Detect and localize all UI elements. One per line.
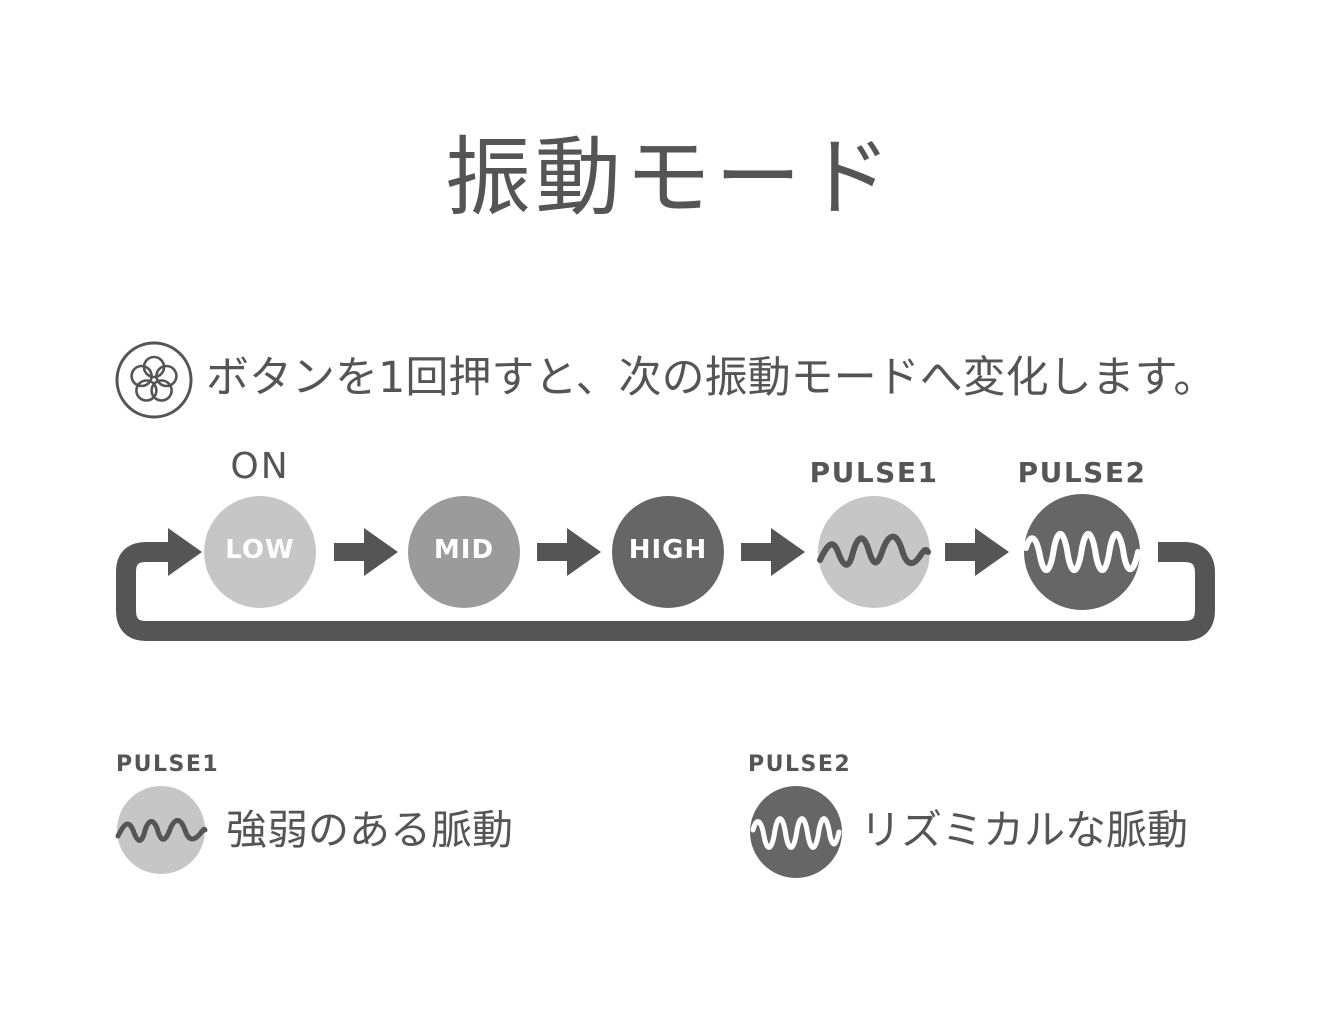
mode-high-label: HIGH: [628, 535, 708, 565]
pulse2-header: PULSE2: [1017, 456, 1147, 489]
legend-pulse1-head: PULSE1: [116, 752, 220, 777]
legend-pulse2-desc: リズミカルな脈動: [860, 806, 1188, 854]
legend-pulse2-icon: [750, 786, 842, 878]
loop-arrow-head: [168, 528, 202, 576]
mode-high-circle: [612, 496, 724, 608]
arrow-low-mid: [334, 528, 398, 576]
mode-pulse1-circle: [818, 496, 930, 608]
flower-button-icon: [115, 341, 193, 419]
regular-wave-icon: [1023, 531, 1141, 573]
loop-back-line: [116, 542, 1215, 641]
arrow-pulse1-pulse2: [945, 528, 1009, 576]
on-label: ON: [230, 446, 290, 487]
legend-pulse1-icon: [115, 786, 208, 874]
instruction-text: ボタンを1回押すと、次の振動モードへ変化します。: [206, 353, 1217, 403]
irregular-wave-icon: [115, 818, 208, 843]
mode-low-circle: [204, 496, 316, 608]
regular-wave-icon: [750, 816, 842, 850]
arrow-mid-high: [537, 528, 601, 576]
mode-mid-label: MID: [433, 535, 495, 565]
arrow-high-pulse1: [741, 528, 805, 576]
legend-pulse1-desc: 強弱のある脈動: [226, 806, 513, 854]
irregular-wave-icon: [817, 533, 931, 568]
mode-mid-circle: [408, 496, 520, 608]
mode-low-label: LOW: [225, 535, 295, 565]
mode-flow-diagram: [116, 494, 1215, 641]
legend-pulse2-head: PULSE2: [748, 752, 852, 777]
pulse1-header: PULSE1: [809, 456, 939, 489]
page-title: 振動モード: [445, 128, 895, 228]
